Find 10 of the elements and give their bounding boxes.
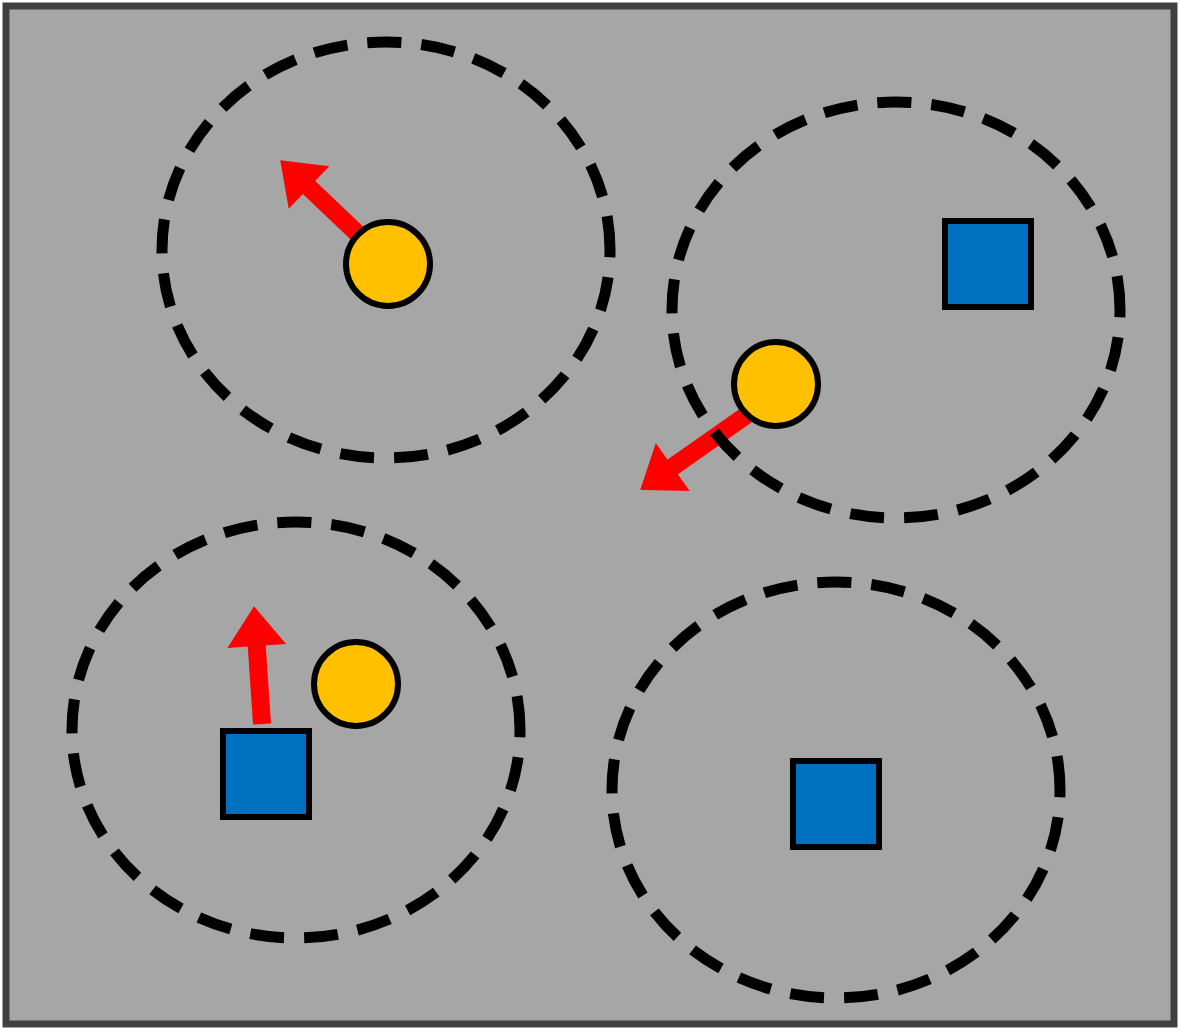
circle-marker [343, 219, 433, 309]
circle-marker [311, 639, 401, 729]
circle-marker [731, 339, 821, 429]
dashed-circle [156, 36, 616, 464]
square-marker [942, 218, 1034, 310]
square-marker [220, 728, 312, 820]
dashed-circle [606, 576, 1066, 1004]
dashed-circle [666, 96, 1126, 524]
dashed-circle [66, 516, 526, 944]
square-marker [790, 758, 882, 850]
